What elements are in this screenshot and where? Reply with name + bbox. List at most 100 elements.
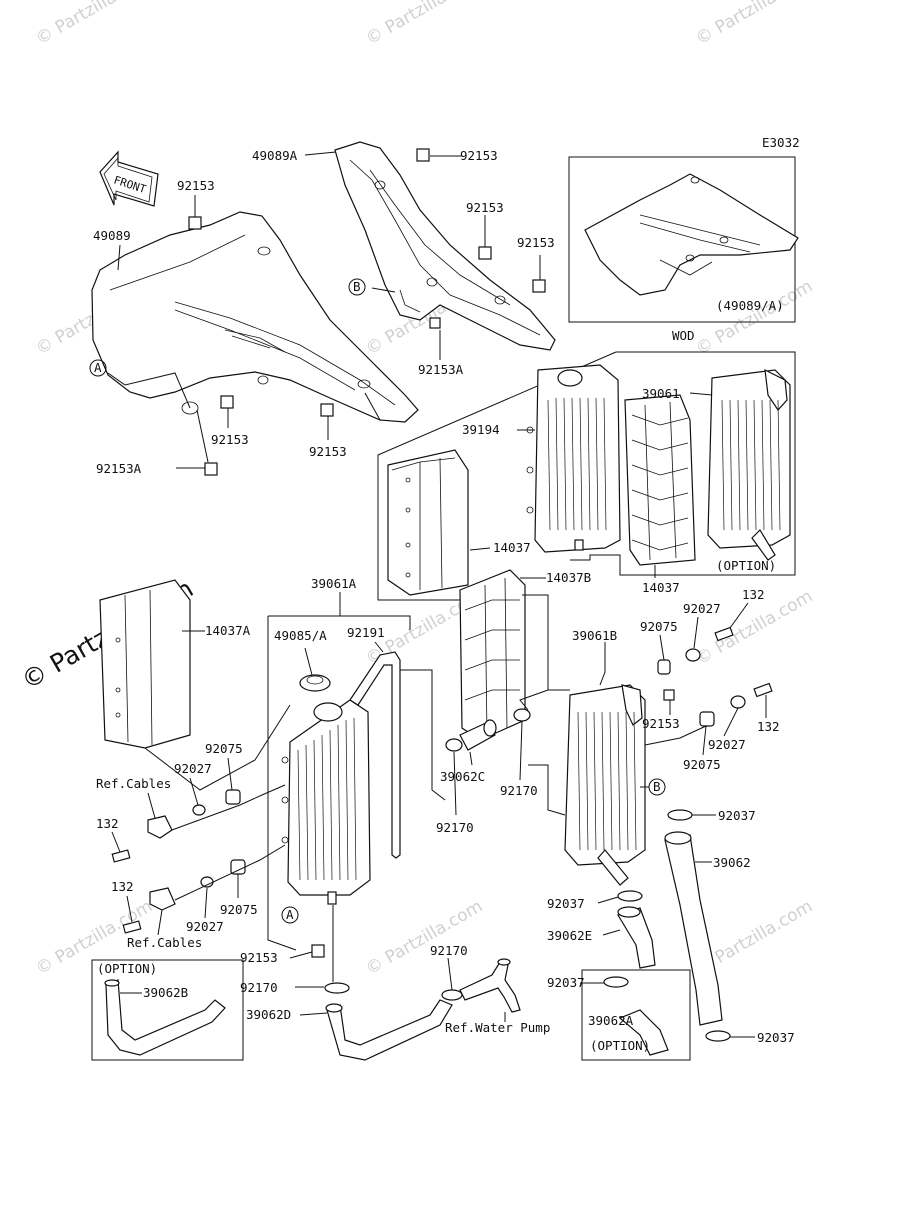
radiator-guard bbox=[624, 394, 696, 566]
ref-marker-a bbox=[89, 359, 107, 377]
label-92075: 92075 bbox=[683, 757, 721, 772]
label-14037B: 14037B bbox=[546, 570, 591, 585]
label-39061B: 39061B bbox=[572, 628, 617, 643]
label-92153A: 92153A bbox=[96, 461, 142, 476]
label-14037A: 14037A bbox=[205, 623, 251, 638]
shroud-trim bbox=[334, 141, 556, 351]
label-92037: 92037 bbox=[718, 808, 756, 823]
label-92027: 92027 bbox=[708, 737, 746, 752]
option-label: (OPTION) bbox=[716, 558, 776, 573]
label-14037: 14037 bbox=[493, 540, 531, 555]
label-49085A: 49085/A bbox=[274, 628, 327, 643]
label-92075: 92075 bbox=[205, 741, 243, 756]
label-92153: 92153 bbox=[517, 235, 555, 250]
hose-39062A bbox=[618, 1009, 669, 1056]
marker-a-label: A bbox=[94, 360, 102, 375]
label-92170: 92170 bbox=[240, 980, 278, 995]
radiator-cap bbox=[299, 674, 331, 692]
label-92075: 92075 bbox=[220, 902, 258, 917]
ref-cables-label: Ref.Cables bbox=[96, 776, 171, 791]
label-39062B: 39062B bbox=[143, 985, 188, 1000]
label-92170: 92170 bbox=[500, 783, 538, 798]
radiator-guard-left bbox=[387, 449, 469, 596]
label-92153: 92153 bbox=[240, 950, 278, 965]
label-92037: 92037 bbox=[547, 896, 585, 911]
label-39061: 39061 bbox=[642, 386, 680, 401]
label-92075: 92075 bbox=[640, 619, 678, 634]
hose-39062 bbox=[664, 831, 723, 1026]
watermark: © Partzilla.com bbox=[33, 0, 157, 49]
option-label: (OPTION) bbox=[97, 961, 157, 976]
watermark: © Partzilla.com bbox=[363, 0, 487, 49]
hose-clamp bbox=[324, 982, 350, 994]
hose-39062D bbox=[325, 999, 453, 1061]
ref-water-pump-label: Ref.Water Pump bbox=[445, 1020, 550, 1035]
label-49089A: 49089A bbox=[252, 148, 298, 163]
marker-b-label: B bbox=[653, 779, 661, 794]
label-132: 132 bbox=[742, 587, 765, 602]
option-box-39062A: 39062A (OPTION) bbox=[581, 969, 691, 1061]
label-92153: 92153 bbox=[177, 178, 215, 193]
label-39062A: 39062A bbox=[588, 1013, 634, 1028]
label-132: 132 bbox=[111, 879, 134, 894]
label-92153: 92153 bbox=[642, 716, 680, 731]
label-92170: 92170 bbox=[436, 820, 474, 835]
ref-marker-b bbox=[348, 278, 366, 296]
marker-a-label: A bbox=[286, 907, 294, 922]
hose-39062C bbox=[459, 719, 497, 751]
wod-ref-label: (49089/A) bbox=[716, 298, 784, 313]
label-92037: 92037 bbox=[757, 1030, 795, 1045]
label-92153: 92153 bbox=[309, 444, 347, 459]
radiator-shroud-left bbox=[91, 211, 419, 423]
label-92153: 92153 bbox=[466, 200, 504, 215]
group-frame-39061A-left bbox=[267, 616, 297, 951]
bolt-92153 bbox=[311, 944, 325, 958]
option-box-frame bbox=[91, 959, 244, 1061]
radiator-39061A bbox=[281, 699, 371, 905]
hose-clamps-mid bbox=[445, 708, 531, 752]
radiator-core bbox=[526, 364, 621, 553]
watermark: © Partzilla.com bbox=[363, 896, 487, 979]
diagram-code: E3032 bbox=[762, 135, 800, 150]
label-92027: 92027 bbox=[683, 601, 721, 616]
group-frame-right bbox=[570, 351, 796, 576]
label-132: 132 bbox=[757, 719, 780, 734]
label-39061A: 39061A bbox=[311, 576, 357, 591]
fasteners-right bbox=[657, 626, 773, 727]
label-39062D: 39062D bbox=[246, 1007, 291, 1022]
ref-marker-a bbox=[281, 906, 299, 924]
wod-label: WOD bbox=[672, 328, 695, 343]
option-box-39062B: (OPTION) 39062B bbox=[91, 959, 244, 1061]
radiator-guard-14037B bbox=[459, 569, 526, 741]
radiator-guard-14037A bbox=[99, 579, 191, 749]
ref-cables-label: Ref.Cables bbox=[127, 935, 202, 950]
radiator-39061B bbox=[564, 684, 646, 886]
label-14037: 14037 bbox=[642, 580, 680, 595]
label-92191: 92191 bbox=[347, 625, 385, 640]
bolts-shroud bbox=[188, 148, 546, 476]
front-arrow-icon: FRONT bbox=[99, 150, 159, 207]
hose-clamps-right bbox=[603, 809, 731, 1042]
breather-hose bbox=[349, 651, 401, 859]
wod-inset: (49089/A) WOD bbox=[568, 156, 799, 343]
fasteners-left bbox=[111, 789, 246, 934]
label-92027: 92027 bbox=[174, 761, 212, 776]
radiator-option bbox=[707, 368, 791, 561]
label-92153A: 92153A bbox=[418, 362, 464, 377]
option-label: (OPTION) bbox=[590, 1038, 650, 1053]
watermark: © Partzilla.com bbox=[693, 0, 817, 49]
label-92153: 92153 bbox=[460, 148, 498, 163]
leader-lines-top bbox=[107, 151, 541, 469]
label-39194: 39194 bbox=[462, 422, 500, 437]
label-49089: 49089 bbox=[93, 228, 131, 243]
label-132: 132 bbox=[96, 816, 119, 831]
label-92027: 92027 bbox=[186, 919, 224, 934]
hose-39062E bbox=[617, 906, 656, 969]
label-39062E: 39062E bbox=[547, 928, 592, 943]
label-92170: 92170 bbox=[430, 943, 468, 958]
label-92153: 92153 bbox=[211, 432, 249, 447]
hose-clamp bbox=[441, 989, 463, 1001]
marker-b-label: B bbox=[353, 279, 361, 294]
